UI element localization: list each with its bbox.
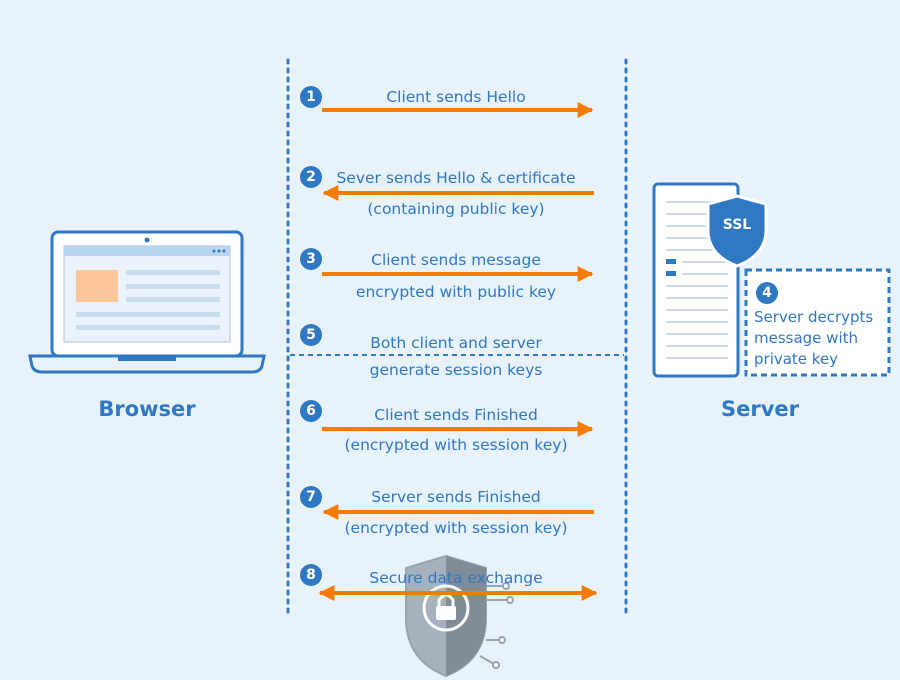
step-8-badge: 8 [300, 564, 322, 586]
laptop-icon [28, 230, 266, 374]
step-1-label: Client sends Hello [386, 88, 526, 106]
step-6-badge: 6 [300, 400, 322, 422]
step-4-label-line1: Server decrypts [754, 308, 874, 326]
step-6-label-line2: (encrypted with session key) [344, 436, 568, 454]
step-5-badge: 5 [300, 324, 322, 346]
step-2-label-line2: (containing public key) [367, 200, 545, 218]
browser-title: Browser [98, 397, 196, 421]
step-1-badge: 1 [300, 86, 322, 108]
step-7-label-line2: (encrypted with session key) [344, 519, 568, 537]
step-5-label-line2: generate session keys [369, 361, 543, 379]
step-8-label: Secure data exchange [369, 569, 543, 587]
step-5-label-line1: Both client and server [370, 334, 542, 352]
step-4-label-line3: private key [754, 350, 839, 368]
step-2-badge: 2 [300, 166, 322, 188]
step-7-label-line1: Server sends Finished [371, 488, 541, 506]
step-3-badge: 3 [300, 248, 322, 270]
step-4-badge: 4 [756, 282, 778, 304]
ssl-shield-icon [706, 194, 768, 268]
step-6-label-line1: Client sends Finished [374, 406, 538, 424]
step-3-label-line1: Client sends message [371, 251, 541, 269]
step-7-badge: 7 [300, 486, 322, 508]
step-2-label-line1: Sever sends Hello & certificate [336, 169, 576, 187]
step-4-label-line2: message with [754, 329, 859, 347]
ssl-badge-label: SSL [722, 217, 752, 233]
server-title: Server [720, 397, 799, 421]
step-3-label-line2: encrypted with public key [355, 283, 557, 301]
